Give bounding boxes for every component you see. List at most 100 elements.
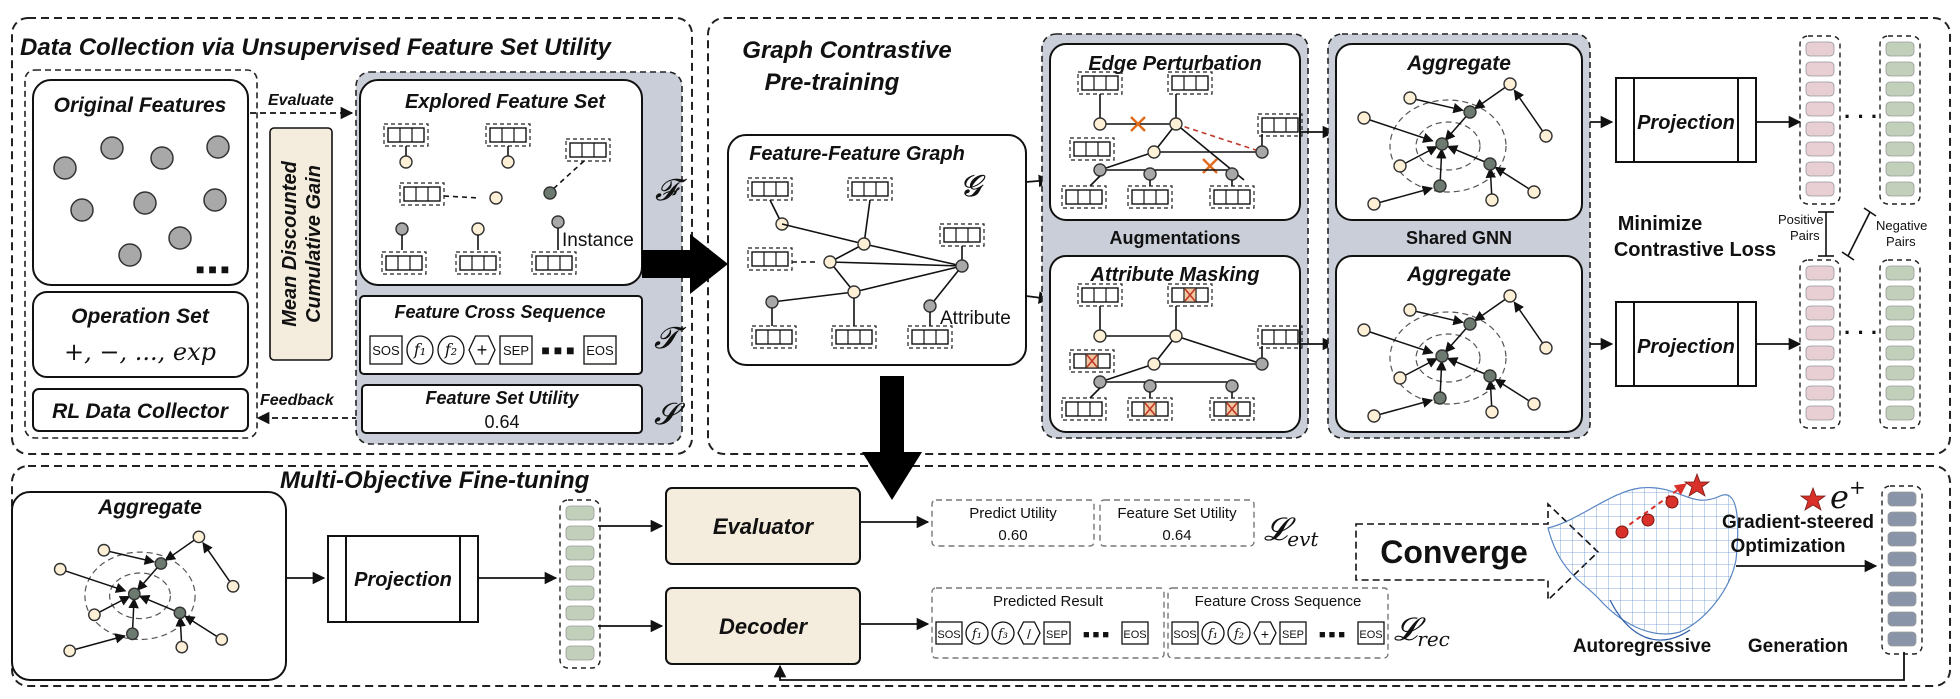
generated-embedding-cell bbox=[1887, 531, 1917, 547]
aggregate-top-title: Aggregate bbox=[1406, 52, 1511, 75]
ft-embedding-frame bbox=[559, 499, 601, 669]
feature-vector bbox=[385, 255, 423, 271]
edge bbox=[1089, 175, 1101, 187]
ft-cross-sequence-title: Feature Cross Sequence bbox=[1195, 593, 1362, 610]
feature-vector bbox=[755, 329, 793, 345]
projection-top-label: Projection bbox=[1637, 112, 1735, 134]
feature-vector-frame bbox=[1257, 113, 1303, 137]
feature-vector bbox=[1065, 189, 1103, 205]
feature-vector bbox=[489, 127, 527, 143]
explored-set-title: Explored Feature Set bbox=[405, 91, 606, 113]
feature-vector-frame bbox=[1167, 71, 1213, 95]
edge-perturbation-title: Edge Perturbation bbox=[1088, 53, 1261, 75]
feedback-loop-arrow bbox=[773, 652, 1905, 681]
edge bbox=[103, 549, 156, 565]
edge bbox=[1363, 117, 1434, 143]
feature-vector-frame bbox=[1061, 397, 1107, 421]
edge bbox=[1399, 357, 1438, 379]
feature-vector bbox=[911, 329, 949, 345]
pink-embedding-cell bbox=[1805, 265, 1835, 281]
predict-utility-box bbox=[931, 499, 1095, 547]
aggregate-bottom-graph bbox=[1357, 289, 1553, 423]
cross-sequence-title: Feature Cross Sequence bbox=[394, 302, 605, 322]
generated-embedding-cell bbox=[1887, 511, 1917, 527]
token-feature bbox=[1201, 621, 1225, 645]
feature-vector bbox=[387, 127, 425, 143]
generated-embedding-cell bbox=[1887, 611, 1917, 627]
feature-vector bbox=[459, 255, 497, 271]
feature-vector-frame bbox=[1167, 283, 1213, 307]
graph-node bbox=[1225, 379, 1239, 393]
rl-collector-box bbox=[32, 388, 249, 432]
predicted-result-title: Predicted Result bbox=[993, 593, 1104, 610]
generated-embedding-cell bbox=[1887, 551, 1917, 567]
graph-node bbox=[192, 530, 206, 544]
pink-embedding-cell bbox=[1805, 345, 1835, 361]
positive-pairs-2: Pairs bbox=[1790, 228, 1820, 243]
ft-embedding-cell bbox=[565, 605, 595, 621]
pink-embedding-cell bbox=[1805, 405, 1835, 421]
feature-set-utility-title: Feature Set Utility bbox=[1117, 505, 1237, 522]
embedding-columns bbox=[1799, 35, 1921, 429]
edge bbox=[863, 243, 963, 267]
graph-node bbox=[97, 543, 111, 557]
green-embedding-cell bbox=[1885, 121, 1915, 137]
feature-vector bbox=[1171, 75, 1209, 91]
graph-node bbox=[1503, 77, 1517, 91]
neighborhood-ring bbox=[1415, 333, 1481, 383]
projection-bottom-box bbox=[1615, 301, 1757, 387]
neighborhood-ring bbox=[84, 551, 196, 641]
token-box bbox=[935, 621, 963, 645]
negative-pair-bar bbox=[1847, 211, 1871, 257]
edge bbox=[1373, 185, 1434, 205]
generated-embedding-cell bbox=[1887, 591, 1917, 607]
graph-node bbox=[1485, 405, 1499, 419]
graph-node bbox=[399, 155, 413, 169]
graph-node bbox=[543, 186, 557, 200]
token-label: + bbox=[1261, 626, 1269, 642]
graph-node bbox=[1483, 369, 1497, 383]
feature-vector-frame bbox=[531, 251, 577, 275]
feature-vector-frame bbox=[381, 251, 427, 275]
ft-projection-box bbox=[327, 535, 479, 623]
feature-vector-frame bbox=[831, 325, 877, 349]
token-label: f₂ bbox=[1233, 627, 1244, 642]
data-collection-title: Data Collection via Unsupervised Feature… bbox=[20, 34, 612, 61]
green-embedding-cell bbox=[1885, 181, 1915, 197]
green-embedding-cell bbox=[1885, 265, 1915, 281]
green-embedding-cell bbox=[1885, 41, 1915, 57]
green-embedding-cell bbox=[1885, 365, 1915, 381]
edge bbox=[863, 199, 871, 245]
edge bbox=[1446, 145, 1491, 165]
feature-vector-frame bbox=[1069, 137, 1115, 161]
token-label: / bbox=[1027, 626, 1031, 642]
evaluator-label: Evaluator bbox=[713, 514, 815, 539]
token-ellipsis: ■ ■ ■ bbox=[1319, 629, 1345, 641]
pink-embedding-cell bbox=[1805, 161, 1835, 177]
token-box bbox=[1121, 621, 1149, 645]
removed-edge-mark bbox=[1130, 116, 1146, 132]
token-box bbox=[1171, 621, 1199, 645]
feature-vector bbox=[851, 181, 889, 197]
graph-node bbox=[1463, 317, 1477, 331]
aggregate-bottom-title: Aggregate bbox=[1406, 263, 1511, 286]
feature-vector-frame bbox=[1127, 397, 1173, 421]
feature-vector bbox=[1081, 287, 1119, 303]
set-utility-title: Feature Set Utility bbox=[425, 388, 579, 408]
edge bbox=[1513, 301, 1547, 349]
graph-node bbox=[215, 633, 229, 646]
feature-vector bbox=[535, 255, 573, 271]
edge bbox=[1373, 397, 1434, 417]
mask-cross bbox=[1184, 288, 1196, 302]
graph-node bbox=[1393, 159, 1407, 173]
generated-embedding-column bbox=[1881, 485, 1923, 655]
token-box bbox=[1043, 621, 1071, 645]
pink-embedding-cell bbox=[1805, 305, 1835, 321]
graph-node bbox=[1485, 193, 1499, 207]
edge bbox=[551, 160, 585, 191]
graph-node bbox=[1403, 91, 1417, 105]
edge bbox=[781, 223, 865, 245]
edge bbox=[1494, 166, 1535, 193]
